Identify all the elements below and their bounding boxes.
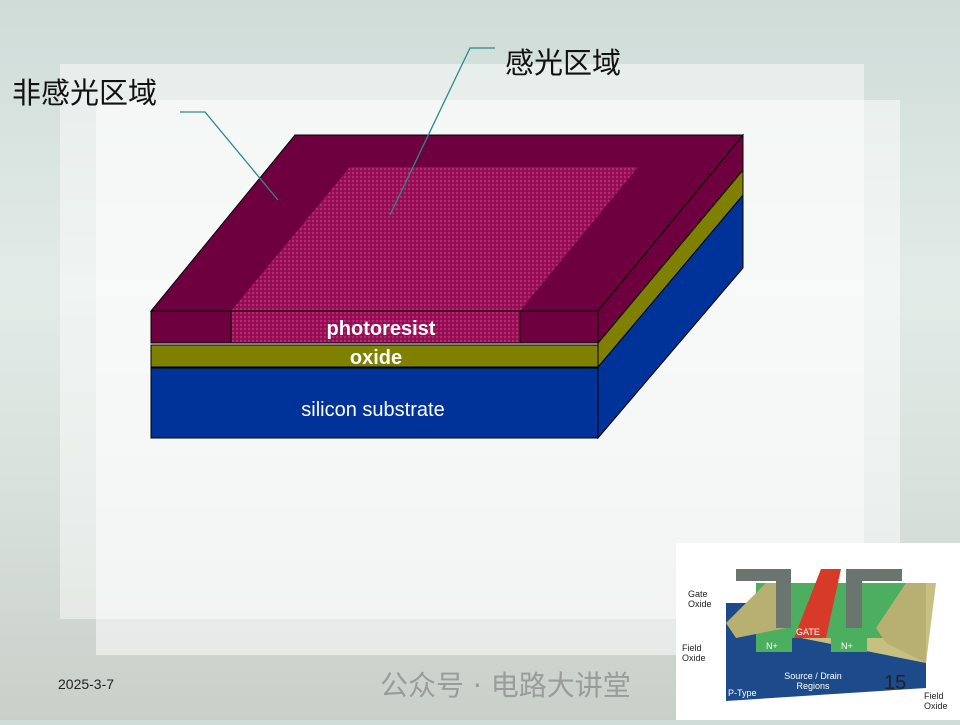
n-plus-right: N+ [841, 641, 853, 651]
leader-line-non-photosensitive [180, 111, 279, 201]
leader-line-photosensitive [389, 47, 495, 216]
substrate-label: silicon substrate [301, 399, 444, 421]
field-oxide-left-label: Field Oxide [682, 643, 706, 663]
slide-date: 2025-3-7 [58, 676, 115, 692]
oxide-label: oxide [350, 347, 402, 369]
photoresist-exposed-front [230, 310, 521, 344]
mosfet-illustration [726, 569, 936, 701]
watermark: 公众号 · 电路大讲堂 [380, 669, 631, 702]
photosensitive-region [231, 167, 638, 311]
mosfet-inset-image: Gate Oxide GATE N+ N+ Field Oxide Source… [676, 543, 960, 720]
n-plus-left: N+ [766, 641, 778, 651]
non-photosensitive-label: 非感光区域 [12, 76, 158, 110]
photosensitive-label: 感光区域 [505, 46, 622, 80]
oxide-front [150, 344, 599, 368]
p-type-label: P-Type [728, 688, 757, 698]
gate-oxide-label: Gate Oxide [688, 589, 712, 609]
page-number: 15 [884, 672, 907, 694]
substrate-front [150, 367, 599, 439]
gate-label: GATE [796, 627, 820, 637]
field-oxide-right-label: Field Oxide [924, 691, 948, 711]
photoresist-label: photoresist [327, 318, 436, 340]
source-drain-label: Source / Drain Regions [784, 671, 842, 691]
